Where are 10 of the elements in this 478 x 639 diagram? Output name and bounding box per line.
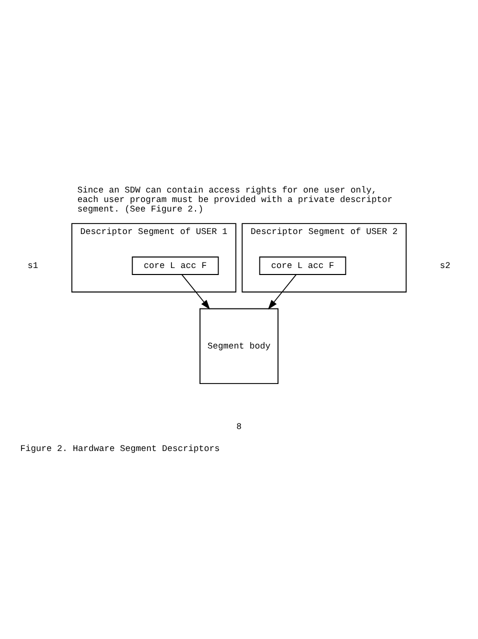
node-box: Segment body <box>200 308 278 384</box>
label: Since an SDW can contain access rights for one user only, each user program must be provided with a private descriptor segment. (See Figure 2.) <box>77 185 392 214</box>
arrow <box>181 274 210 310</box>
label: s2 <box>440 260 450 271</box>
node-box: core L acc F <box>132 256 219 275</box>
arrow <box>268 274 297 310</box>
node-box: core L acc F <box>259 256 346 275</box>
label: 8 <box>236 422 242 432</box>
caption: Figure 2. Hardware Segment Descriptors <box>20 444 220 454</box>
label: s1 <box>28 260 38 271</box>
